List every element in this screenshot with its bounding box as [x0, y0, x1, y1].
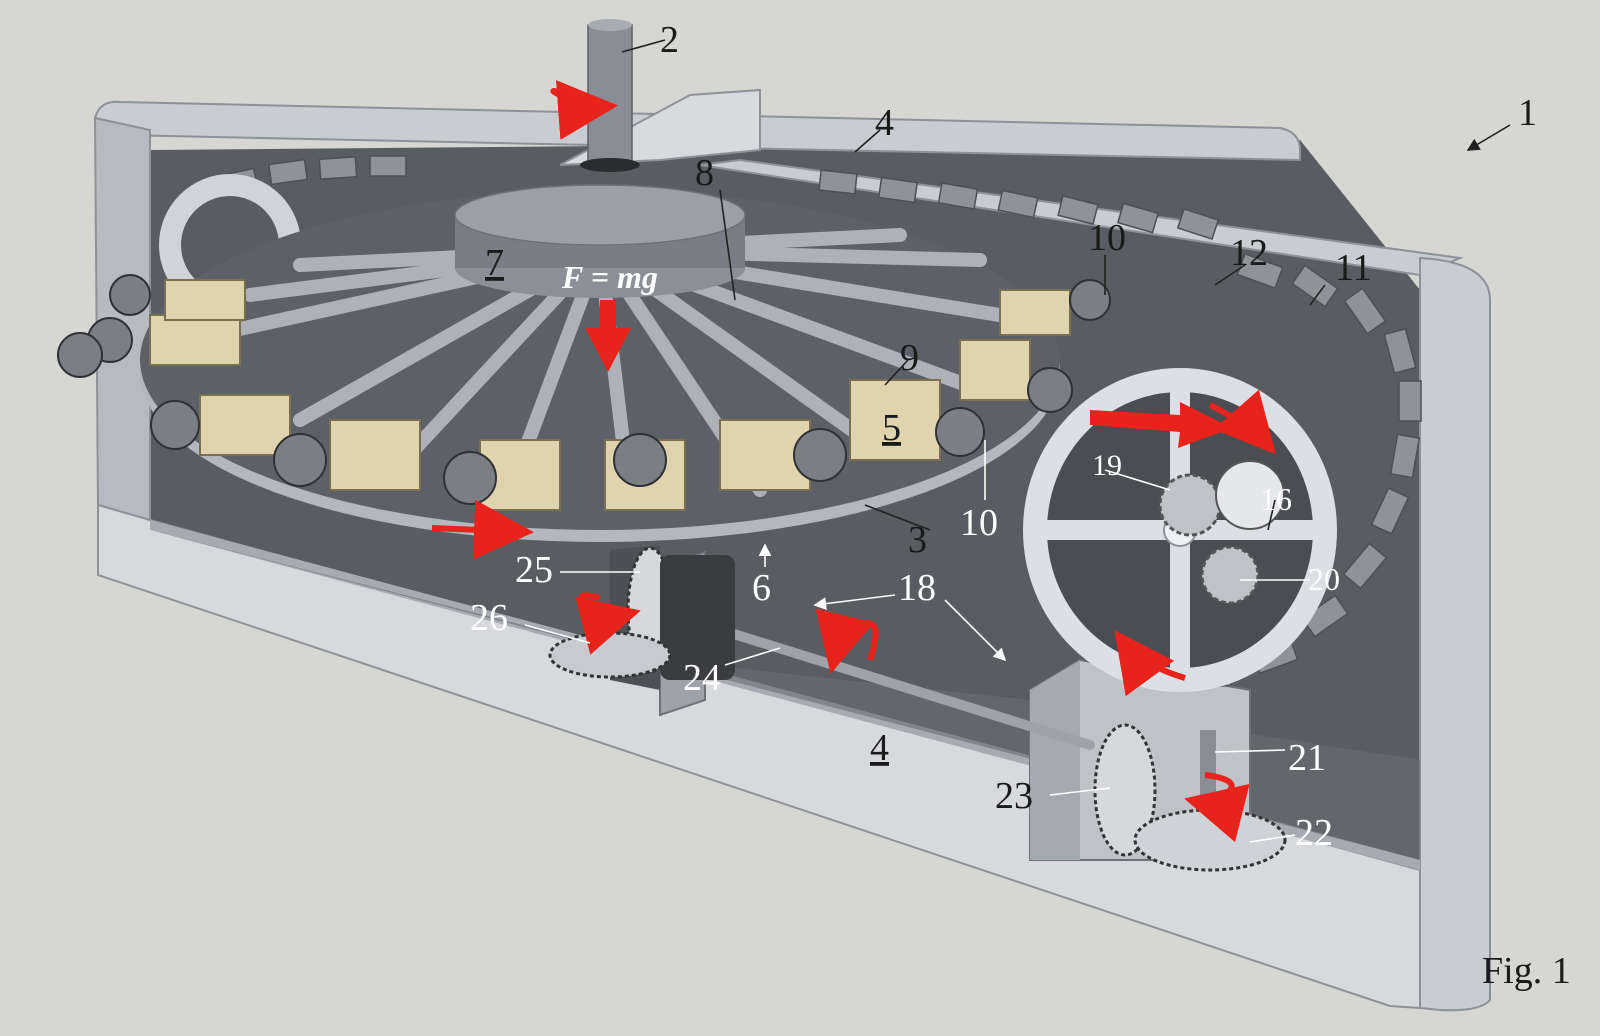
label-24: 24 — [683, 657, 721, 699]
label-19: 19 — [1092, 449, 1122, 482]
figure-caption: Fig. 1 — [1482, 950, 1571, 992]
label-16: 16 — [1260, 481, 1292, 517]
label-2: 2 — [660, 19, 679, 61]
label-1: 1 — [1518, 92, 1537, 134]
inner-gears — [1158, 460, 1285, 605]
wheel-top-arrow — [1208, 389, 1276, 455]
leader-lines — [621, 39, 1511, 531]
label-4-top: 4 — [875, 102, 894, 144]
carriage — [604, 433, 686, 511]
shaft-24-rotation-arrow — [815, 608, 879, 674]
label-20: 20 — [1308, 561, 1340, 597]
carriage — [999, 279, 1111, 336]
wheel-bottom-arrow — [1114, 630, 1186, 697]
carriage — [57, 314, 241, 378]
label-18: 18 — [898, 567, 936, 609]
bevel-gear-26 — [548, 631, 672, 679]
carriage — [273, 419, 421, 491]
carriages — [57, 274, 1111, 511]
label-4-bottom: 4 — [870, 727, 889, 769]
label-8: 8 — [695, 152, 714, 194]
label-10-top: 10 — [1088, 217, 1126, 259]
shaft-rotation-arrow — [550, 80, 618, 140]
label-7: 7 — [485, 242, 504, 284]
label-23: 23 — [995, 775, 1033, 817]
motion-arrows — [431, 80, 1276, 843]
transmission-shaft — [700, 620, 1095, 750]
label-3: 3 — [908, 519, 927, 561]
label-26: 26 — [470, 597, 508, 639]
carriage — [959, 339, 1073, 413]
force-arrow — [585, 300, 631, 372]
label-9: 9 — [900, 337, 919, 379]
carriage — [109, 274, 246, 321]
label-5: 5 — [882, 407, 901, 449]
shaft-21-rotation-arrow — [1184, 772, 1250, 843]
turntable-direction-arrow — [431, 499, 534, 560]
label-10-bottom: 10 — [960, 502, 998, 544]
drive-shaft — [580, 19, 640, 172]
carriage — [849, 379, 985, 461]
carriage — [443, 439, 561, 511]
carriage — [150, 394, 291, 456]
wheel-force-arrow — [1090, 402, 1232, 448]
label-11: 11 — [1335, 247, 1372, 289]
carriage — [719, 419, 847, 491]
formula-label: F = mg — [561, 259, 658, 295]
gear-25-rotation-arrow — [575, 592, 641, 655]
central-mass — [454, 184, 746, 298]
label-6: 6 — [752, 567, 771, 609]
label-21: 21 — [1288, 737, 1326, 779]
label-22: 22 — [1295, 812, 1333, 854]
label-12: 12 — [1230, 232, 1268, 274]
leader-lines-white — [524, 440, 1310, 843]
label-25: 25 — [515, 549, 553, 591]
